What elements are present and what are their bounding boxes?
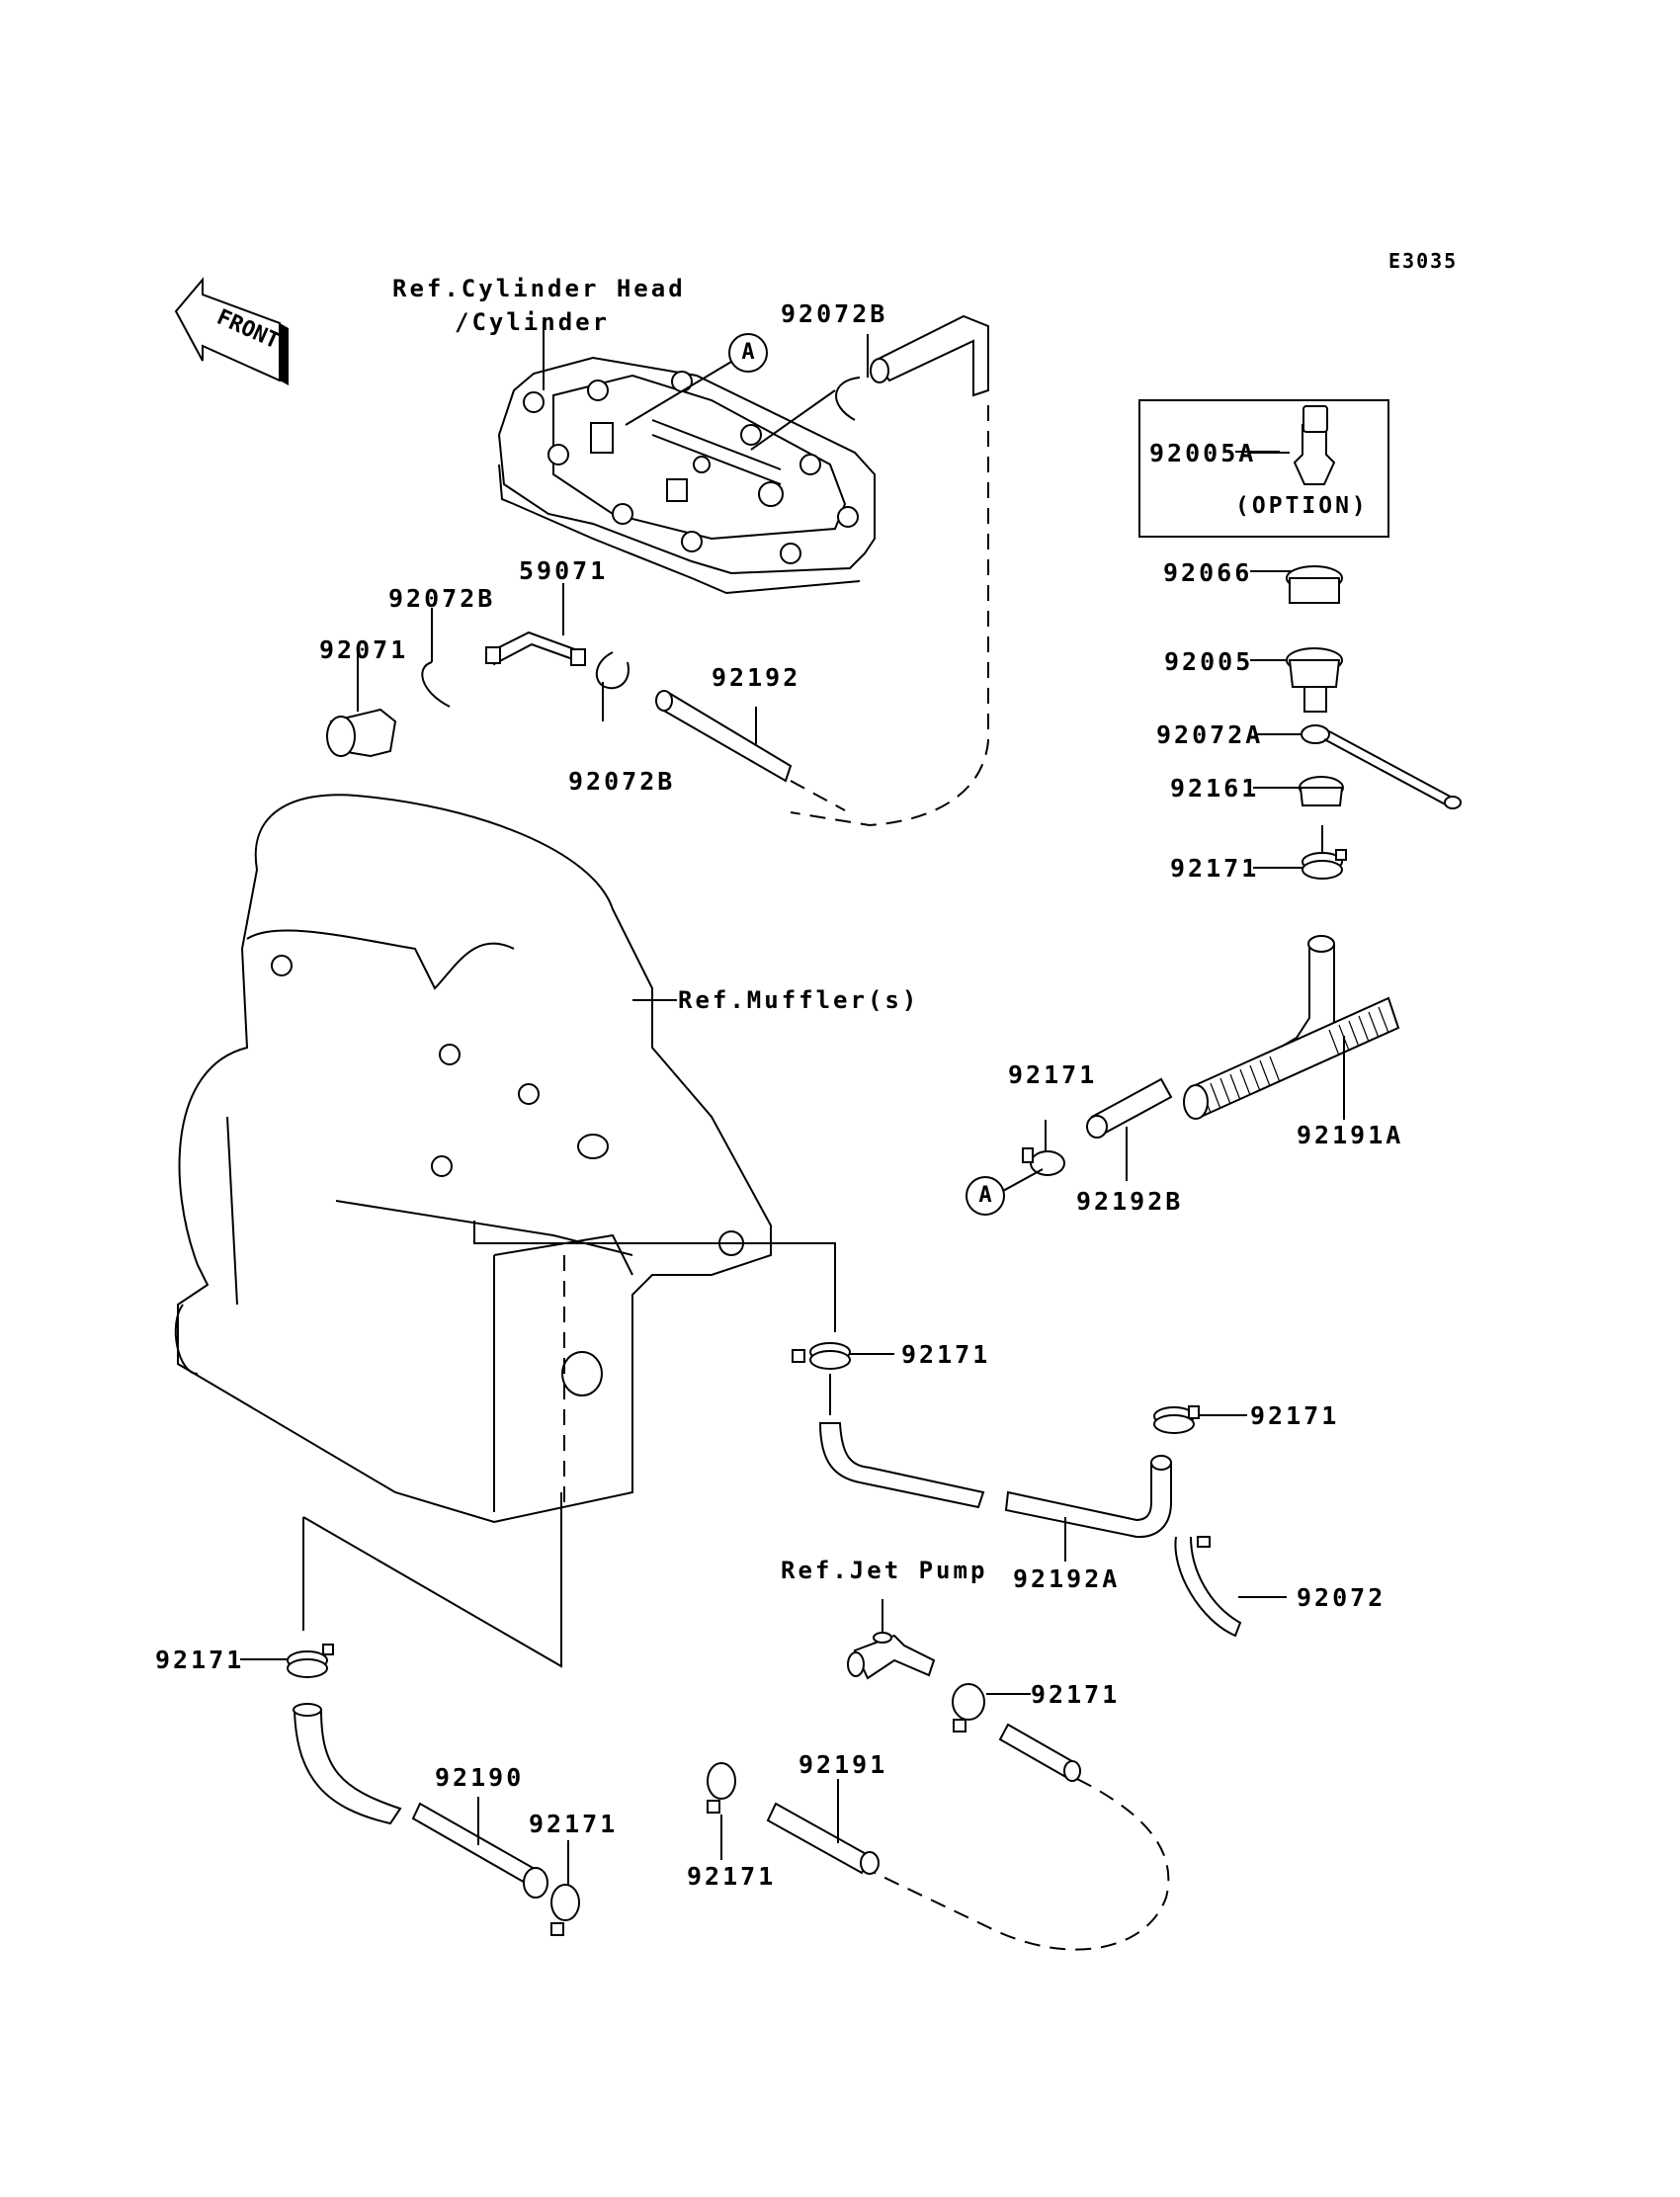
muffler-drawing — [174, 794, 772, 1524]
part-label-92005A[interactable]: 92005A — [1149, 439, 1257, 467]
part-label-92190[interactable]: 92190 — [435, 1763, 525, 1792]
part-label-92161[interactable]: 92161 — [1170, 774, 1260, 803]
part-label-92066[interactable]: 92066 — [1163, 558, 1253, 587]
option-box — [1138, 399, 1389, 538]
part-label-92072B-top[interactable]: 92072B — [781, 299, 888, 328]
part-label-92171-a[interactable]: 92171 — [1008, 1060, 1098, 1089]
part-label-92192A[interactable]: 92192A — [1013, 1564, 1121, 1593]
part-label-92192B[interactable]: 92192B — [1076, 1187, 1184, 1216]
part-label-92191[interactable]: 92191 — [798, 1750, 888, 1779]
part-label-92191A[interactable]: 92191A — [1297, 1121, 1404, 1149]
option-nipple-icon — [1302, 405, 1328, 433]
part-label-92171-left[interactable]: 92171 — [155, 1646, 245, 1674]
front-arrow-icon: FRONT — [174, 277, 289, 385]
part-label-92072A[interactable]: 92072A — [1156, 720, 1264, 749]
part-label-92171-bottom-left[interactable]: 92171 — [529, 1810, 619, 1838]
part-label-92171-right-top[interactable]: 92171 — [1170, 854, 1260, 883]
connector-marker-a-bottom: A — [966, 1176, 1005, 1216]
part-label-92171-mid[interactable]: 92171 — [901, 1340, 991, 1369]
part-label-92171-bottom-mid[interactable]: 92171 — [687, 1862, 777, 1891]
part-label-92005[interactable]: 92005 — [1164, 647, 1254, 676]
part-label-92072B-lower[interactable]: 92072B — [568, 767, 676, 796]
diagram-code: E3035 — [1388, 249, 1459, 273]
ref-cylinder-head-label: Ref.Cylinder Head — [392, 275, 686, 302]
part-label-92071[interactable]: 92071 — [319, 635, 409, 664]
leader-92005A — [1248, 452, 1290, 454]
ref-muffler-label: Ref.Muffler(s) — [678, 986, 920, 1014]
part-label-92072B-left[interactable]: 92072B — [388, 584, 496, 613]
cylinder-head-drawing — [497, 321, 876, 595]
part-label-92171-jet[interactable]: 92171 — [1031, 1680, 1121, 1709]
part-label-92072[interactable]: 92072 — [1297, 1583, 1386, 1612]
option-note: (OPTION) — [1235, 493, 1369, 519]
part-label-92171-mid-right[interactable]: 92171 — [1250, 1401, 1340, 1430]
part-label-59071[interactable]: 59071 — [519, 556, 609, 585]
ref-cylinder-label: /Cylinder — [455, 308, 611, 336]
part-label-92192[interactable]: 92192 — [712, 663, 801, 692]
ref-jet-pump-label: Ref.Jet Pump — [781, 1557, 988, 1584]
connector-marker-a-top: A — [728, 333, 768, 373]
